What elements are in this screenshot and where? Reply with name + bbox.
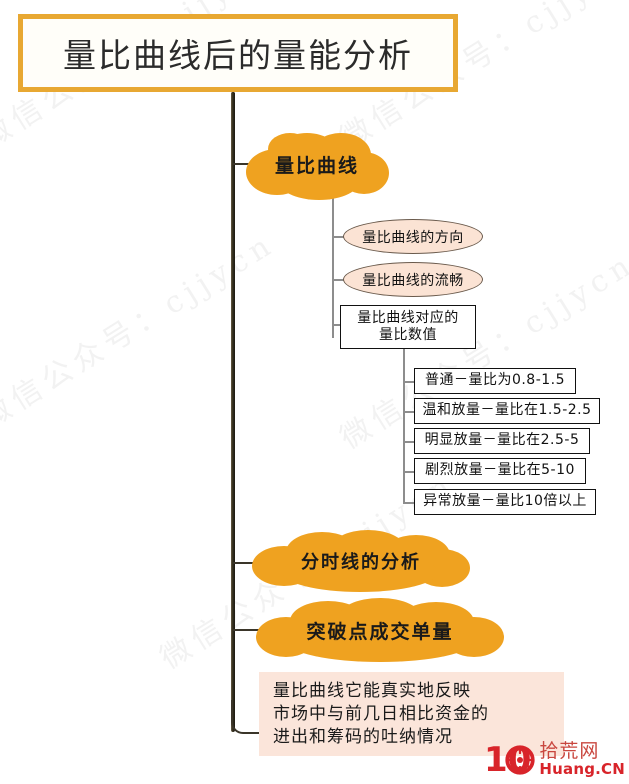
node-value-strong-volume[interactable]: 剧烈放量－量比在5-10	[414, 458, 586, 484]
logo-wordmark: 拾荒网 Huang.CN	[539, 740, 625, 779]
summary-line-2: 市场中与前几日相比资金的	[273, 703, 489, 724]
root-title-box[interactable]: 量比曲线后的量能分析	[18, 14, 458, 92]
node-intraday-line-analysis[interactable]: 分时线的分析	[250, 528, 472, 594]
logo-number-text: 10	[484, 740, 532, 781]
substub-value-normal	[404, 381, 418, 383]
cloud-shape-icon	[246, 133, 389, 200]
logo-en-text: Huang.CN	[539, 760, 625, 779]
substub-curve-smoothness	[333, 279, 349, 281]
node-curve-values[interactable]: 量比曲线对应的 量比数值	[340, 305, 476, 349]
summary-line-1: 量比曲线它能真实地反映	[273, 681, 471, 701]
logo-number: 10	[484, 743, 531, 777]
node-breakout-order-volume[interactable]: 突破点成交单量	[254, 597, 506, 663]
cloud-shape-icon	[256, 598, 504, 662]
node-label: 异常放量－量比10倍以上	[423, 493, 587, 510]
node-label: 量比曲线的方向	[362, 229, 464, 246]
trunk-bottom-elbow	[231, 700, 269, 734]
page-title: 量比曲线后的量能分析	[63, 36, 413, 75]
node-curve-smoothness[interactable]: 量比曲线的流畅	[343, 262, 483, 297]
substub-value-obvious	[404, 441, 418, 443]
node-label: 普通－量比为0.8-1.5	[424, 372, 566, 389]
substub-curve-values	[333, 324, 345, 326]
subtrunk-line-values	[403, 349, 405, 504]
node-label: 量比曲线对应的 量比数值	[357, 310, 459, 345]
node-label: 量比曲线	[274, 154, 359, 177]
substub-value-abnormal	[404, 502, 418, 504]
node-label: 量比曲线的流畅	[362, 272, 464, 289]
summary-line-3: 进出和筹码的吐纳情况	[273, 726, 453, 747]
node-value-abnormal-volume[interactable]: 异常放量－量比10倍以上	[414, 489, 596, 515]
site-logo: 10 拾荒网 Huang.CN	[484, 740, 625, 779]
node-value-normal[interactable]: 普通－量比为0.8-1.5	[414, 368, 576, 394]
cloud-shape-icon	[252, 530, 470, 592]
subtrunk-line-curve-details	[332, 196, 334, 338]
branch-line-breakout-order-volume	[233, 629, 275, 631]
node-summary[interactable]: 量比曲线它能真实地反映 市场中与前几日相比资金的 进出和筹码的吐纳情况	[259, 672, 564, 756]
node-value-mild-volume[interactable]: 温和放量－量比在1.5-2.5	[414, 398, 600, 424]
node-value-obvious-volume[interactable]: 明显放量－量比在2.5-5	[414, 428, 590, 454]
gear-icon	[505, 745, 535, 775]
substub-curve-direction	[333, 236, 349, 238]
node-label-line1: 量比曲线对应的	[357, 309, 459, 326]
watermark-text: 微信公众号：cjjycn	[0, 226, 282, 437]
root-stem	[231, 92, 235, 102]
node-curve-direction[interactable]: 量比曲线的方向	[343, 219, 483, 254]
logo-cn-text: 拾荒网	[539, 740, 600, 763]
node-label: 突破点成交单量	[306, 620, 454, 643]
node-label: 明显放量－量比在2.5-5	[424, 432, 580, 449]
node-volume-ratio-curve[interactable]: 量比曲线	[244, 127, 390, 201]
node-label: 温和放量－量比在1.5-2.5	[422, 402, 592, 419]
main-trunk-line	[231, 92, 235, 732]
node-label-line2: 量比数值	[379, 327, 437, 343]
node-label: 剧烈放量－量比在5-10	[425, 462, 575, 479]
substub-value-mild	[404, 411, 418, 413]
node-label: 分时线的分析	[301, 552, 421, 573]
substub-value-strong	[404, 471, 418, 473]
